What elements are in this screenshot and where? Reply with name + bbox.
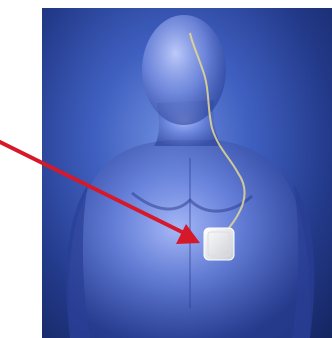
anatomy-svg xyxy=(42,8,332,338)
anatomy-illustration xyxy=(42,8,332,338)
implant-device-icon xyxy=(204,228,234,260)
head-shape xyxy=(142,15,226,125)
